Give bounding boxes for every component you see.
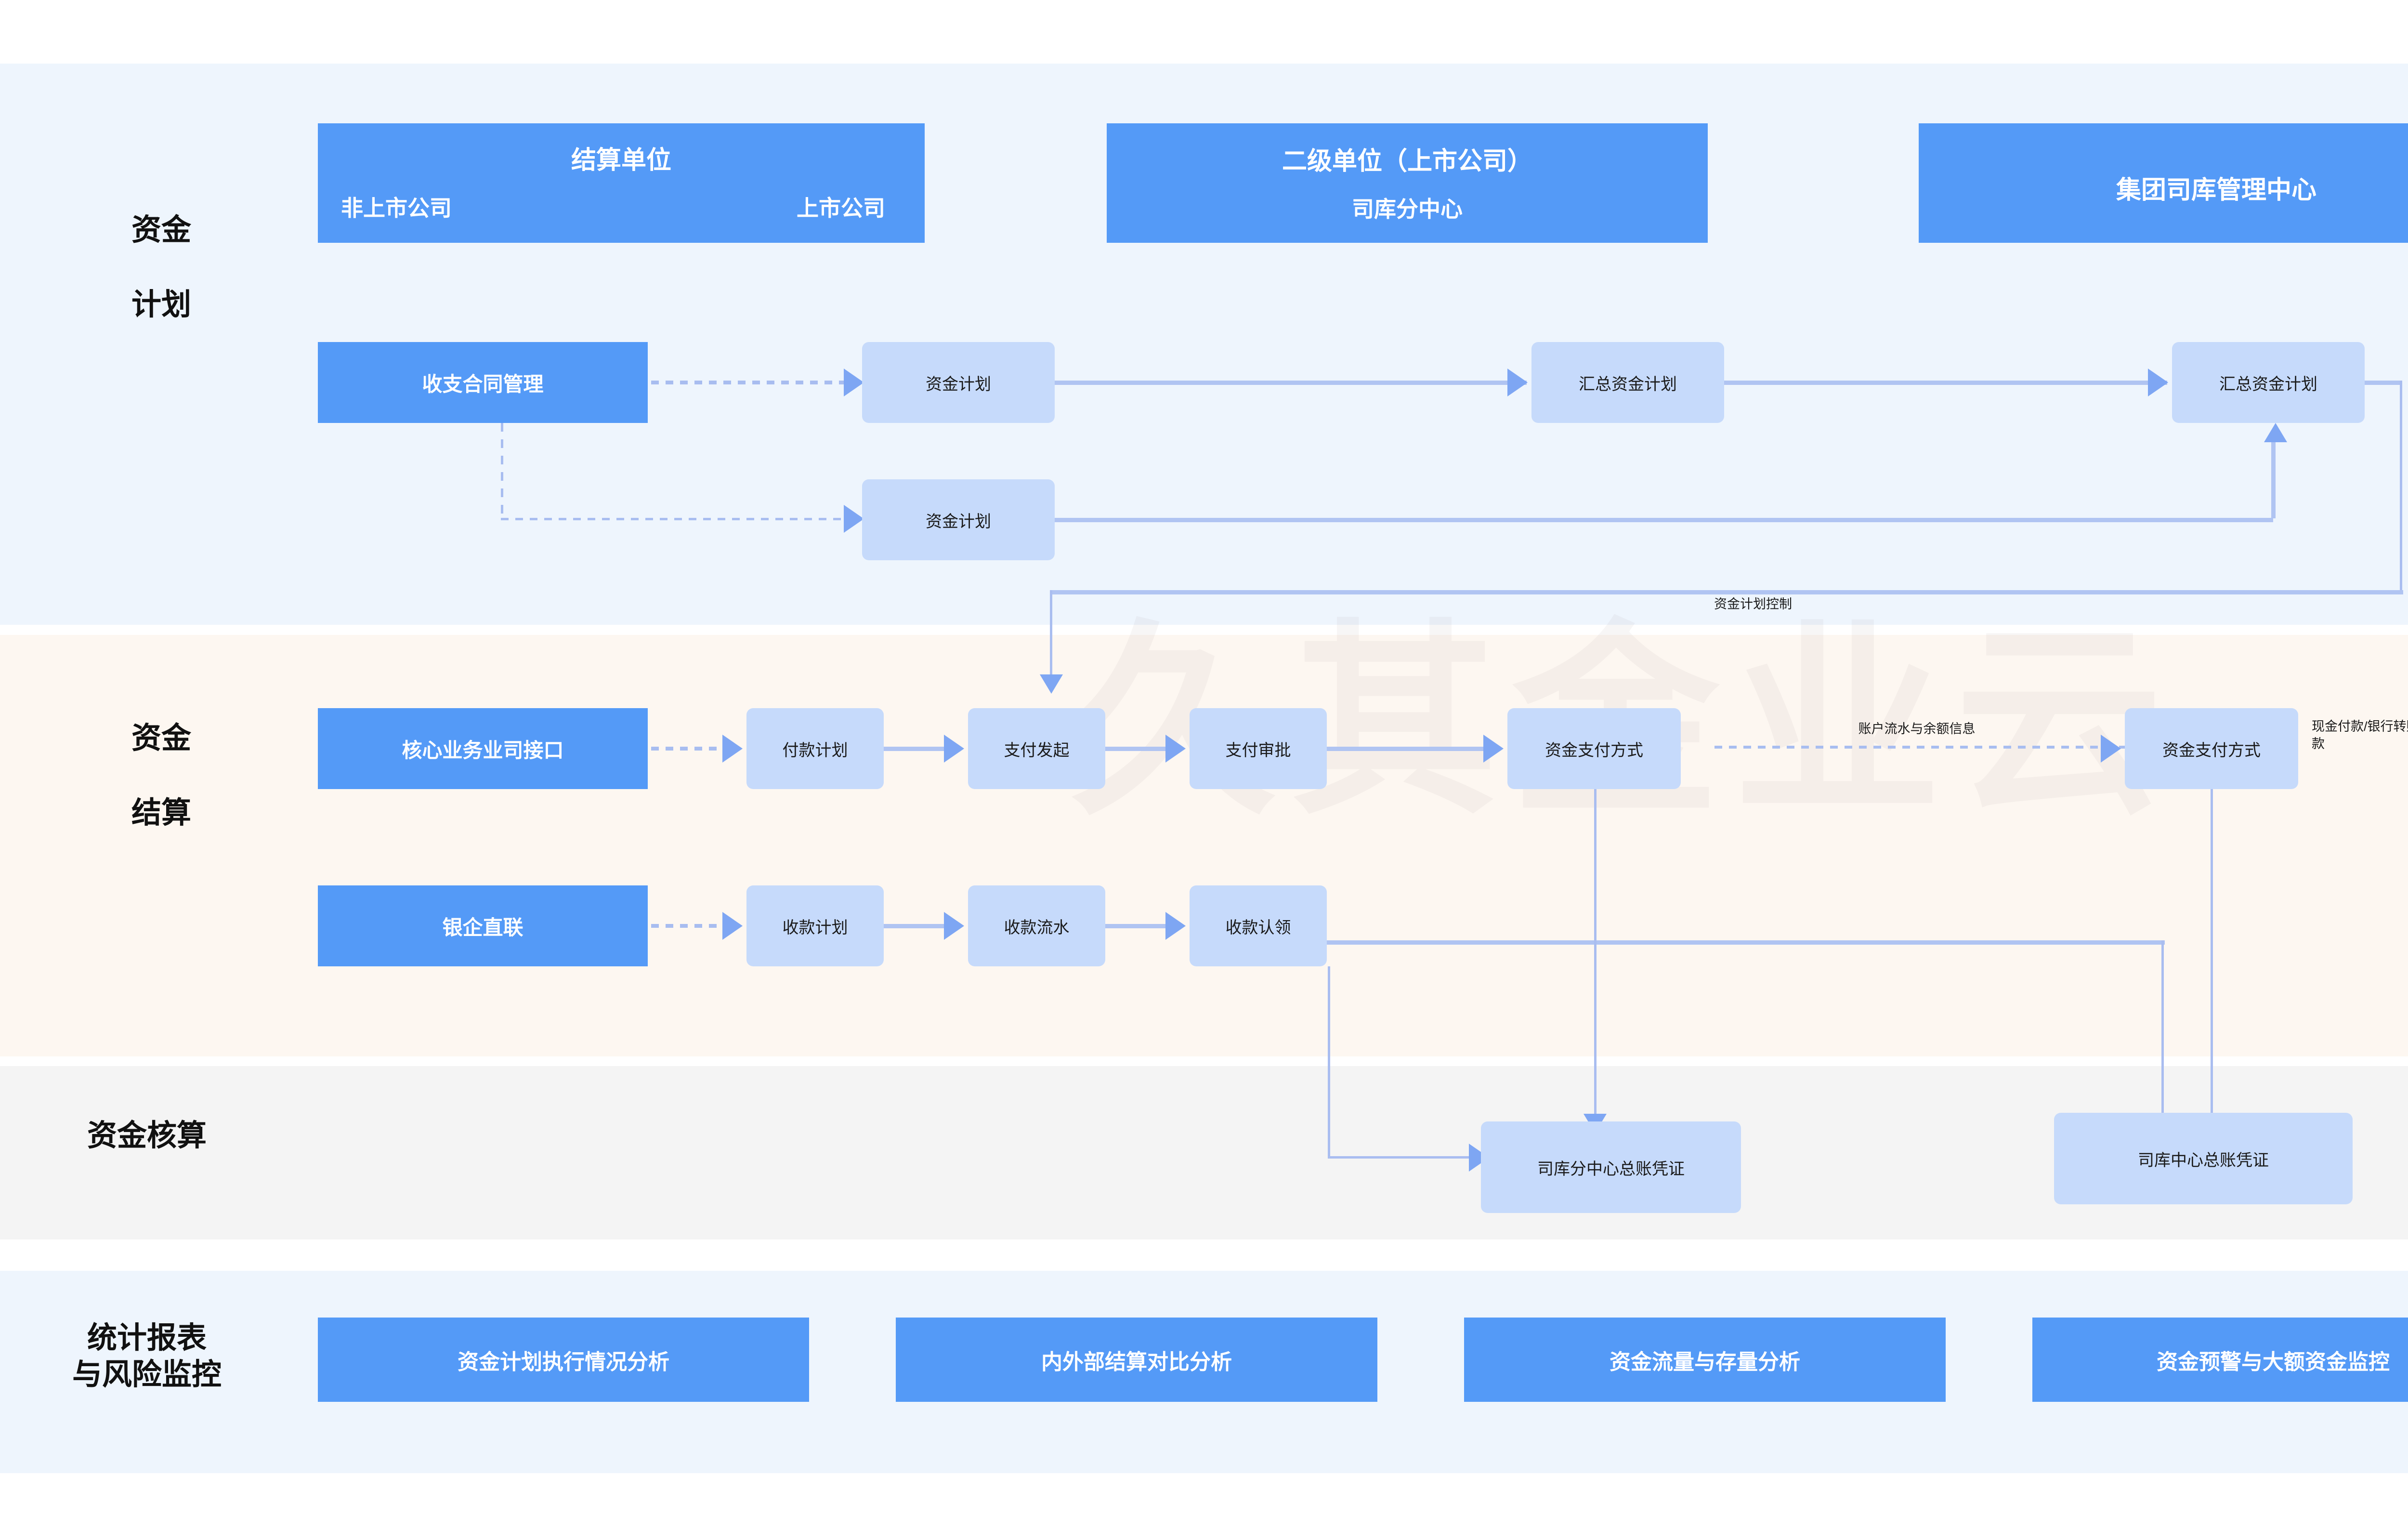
org-header-second-level-unit: 二级单位（上市公司） 司库分中心	[1107, 123, 1708, 243]
org-header-right-label: 上市公司	[797, 196, 885, 221]
connector-initiate-to-approve	[1105, 747, 1168, 751]
node-branch-center-gl-voucher[interactable]: 司库分中心总账凭证	[1481, 1121, 1741, 1213]
org-header-line2: 司库分中心	[1352, 197, 1463, 222]
node-receipt-flow[interactable]: 收款流水	[968, 885, 1105, 966]
connector-plan-b-riser	[2271, 442, 2276, 518]
arrow-right-icon	[1507, 369, 1528, 396]
node-receipt-plan[interactable]: 收款计划	[746, 885, 884, 966]
report-item-flow-and-stock-analysis[interactable]: 资金流量与存量分析	[1464, 1318, 1946, 1402]
node-payment-method-group[interactable]: 资金支付方式	[2125, 708, 2298, 789]
node-payment-method-branch[interactable]: 资金支付方式	[1507, 708, 1681, 789]
connector-plan-b-to-group	[1055, 518, 2273, 522]
node-receipt-claim[interactable]: 收款认领	[1190, 885, 1327, 966]
band-fund-settlement	[0, 635, 2408, 1056]
arrow-down-icon	[1040, 674, 1063, 694]
org-header-settlement-unit: 结算单位 非上市公司 上市公司	[318, 123, 925, 243]
connector-payment-plan-to-initiate	[884, 747, 946, 751]
source-box-bank-enterprise-direct[interactable]: 银企直联	[318, 885, 648, 966]
connector-rollup-mid-to-group	[1724, 381, 2167, 385]
band-title-fund-accounting: 资金核算	[87, 1119, 207, 1152]
arrow-right-icon	[844, 505, 864, 533]
node-fund-plan-b[interactable]: 资金计划	[862, 479, 1055, 560]
node-payment-initiate[interactable]: 支付发起	[968, 708, 1105, 789]
note-payment-methods: 现金付款/银行转账/票据付款/内部账户付款/拨款	[2312, 719, 2408, 751]
source-box-income-expense-contract[interactable]: 收支合同管理	[318, 342, 648, 423]
org-header-group-treasury-center: 集团司库管理中心	[1919, 123, 2408, 243]
connector-approve-to-method	[1327, 747, 1486, 751]
band-title-report-risk-line2: 与风险监控	[72, 1358, 222, 1391]
band-title-fund-plan: 资金计划	[131, 213, 191, 321]
arrow-right-icon	[1483, 735, 1504, 763]
arrow-right-icon	[844, 369, 864, 396]
org-header-title: 集团司库管理中心	[2116, 176, 2316, 204]
connector-claim-branch-drop	[1328, 966, 1330, 1158]
dashed-connector-account-flow	[1714, 746, 2129, 749]
arrow-right-icon	[2101, 735, 2121, 763]
node-rollup-fund-plan-branch[interactable]: 汇总资金计划	[1531, 342, 1724, 423]
node-treasury-center-gl-voucher[interactable]: 司库中心总账凭证	[2054, 1113, 2353, 1204]
arrow-right-icon	[944, 912, 964, 940]
label-account-flow-and-balance: 账户流水与余额信息	[1858, 722, 1976, 736]
dashed-connector-bank-to-receipt-plan	[651, 924, 722, 928]
source-box-core-business-interface[interactable]: 核心业务业司接口	[318, 708, 648, 789]
label-fund-plan-control: 资金计划控制	[1714, 597, 1792, 611]
connector-control-horizontal	[1050, 590, 2403, 594]
arrow-right-icon	[1165, 912, 1186, 940]
connector-receipt-plan-to-flow	[884, 924, 946, 928]
dashed-connector-core-to-payment-plan	[651, 747, 722, 751]
arrow-right-icon	[1165, 735, 1186, 763]
connector-control-riser-right	[2400, 381, 2402, 593]
report-item-plan-execution-analysis[interactable]: 资金计划执行情况分析	[318, 1318, 809, 1402]
dashed-connector-contract-down	[501, 423, 503, 519]
org-header-title: 结算单位	[571, 146, 671, 174]
connector-plan-a-to-rollup-mid	[1055, 381, 1527, 385]
connector-method-group-drop	[2211, 789, 2213, 1154]
connector-group-out	[2365, 381, 2402, 385]
org-header-left-label: 非上市公司	[341, 196, 452, 221]
connector-control-drop	[1050, 590, 1052, 677]
report-item-internal-external-comparison[interactable]: 内外部结算对比分析	[896, 1318, 1377, 1402]
arrow-right-icon	[944, 735, 964, 763]
band-fund-accounting	[0, 1066, 2408, 1239]
arrow-right-icon	[722, 735, 743, 763]
connector-receipt-flow-to-claim	[1105, 924, 1168, 928]
connector-method-branch-drop	[1594, 789, 1597, 1117]
node-fund-plan-a[interactable]: 资金计划	[862, 342, 1055, 423]
band-title-fund-settlement: 资金结算	[131, 722, 191, 830]
band-title-report-risk: 统计报表 与风险监控	[51, 1320, 243, 1393]
dashed-connector-contract-to-plan-a	[651, 381, 844, 384]
report-item-warning-and-large-amount-monitor[interactable]: 资金预警与大额资金监控	[2032, 1318, 2408, 1402]
arrow-up-icon	[2264, 423, 2287, 442]
arrow-right-icon	[2148, 369, 2168, 396]
node-rollup-fund-plan-group[interactable]: 汇总资金计划	[2172, 342, 2365, 423]
node-payment-approve[interactable]: 支付审批	[1190, 708, 1327, 789]
arrow-right-icon	[722, 912, 743, 940]
connector-claim-to-center-voucher	[1327, 940, 2165, 945]
org-header-line1: 二级单位（上市公司）	[1282, 147, 1532, 175]
band-title-report-risk-line1: 统计报表	[87, 1321, 207, 1355]
dashed-connector-contract-to-plan-b	[501, 518, 844, 520]
node-payment-plan[interactable]: 付款计划	[746, 708, 884, 789]
connector-claim-branch-horizontal	[1328, 1156, 1472, 1159]
connector-claim-center-drop	[2161, 940, 2164, 1153]
